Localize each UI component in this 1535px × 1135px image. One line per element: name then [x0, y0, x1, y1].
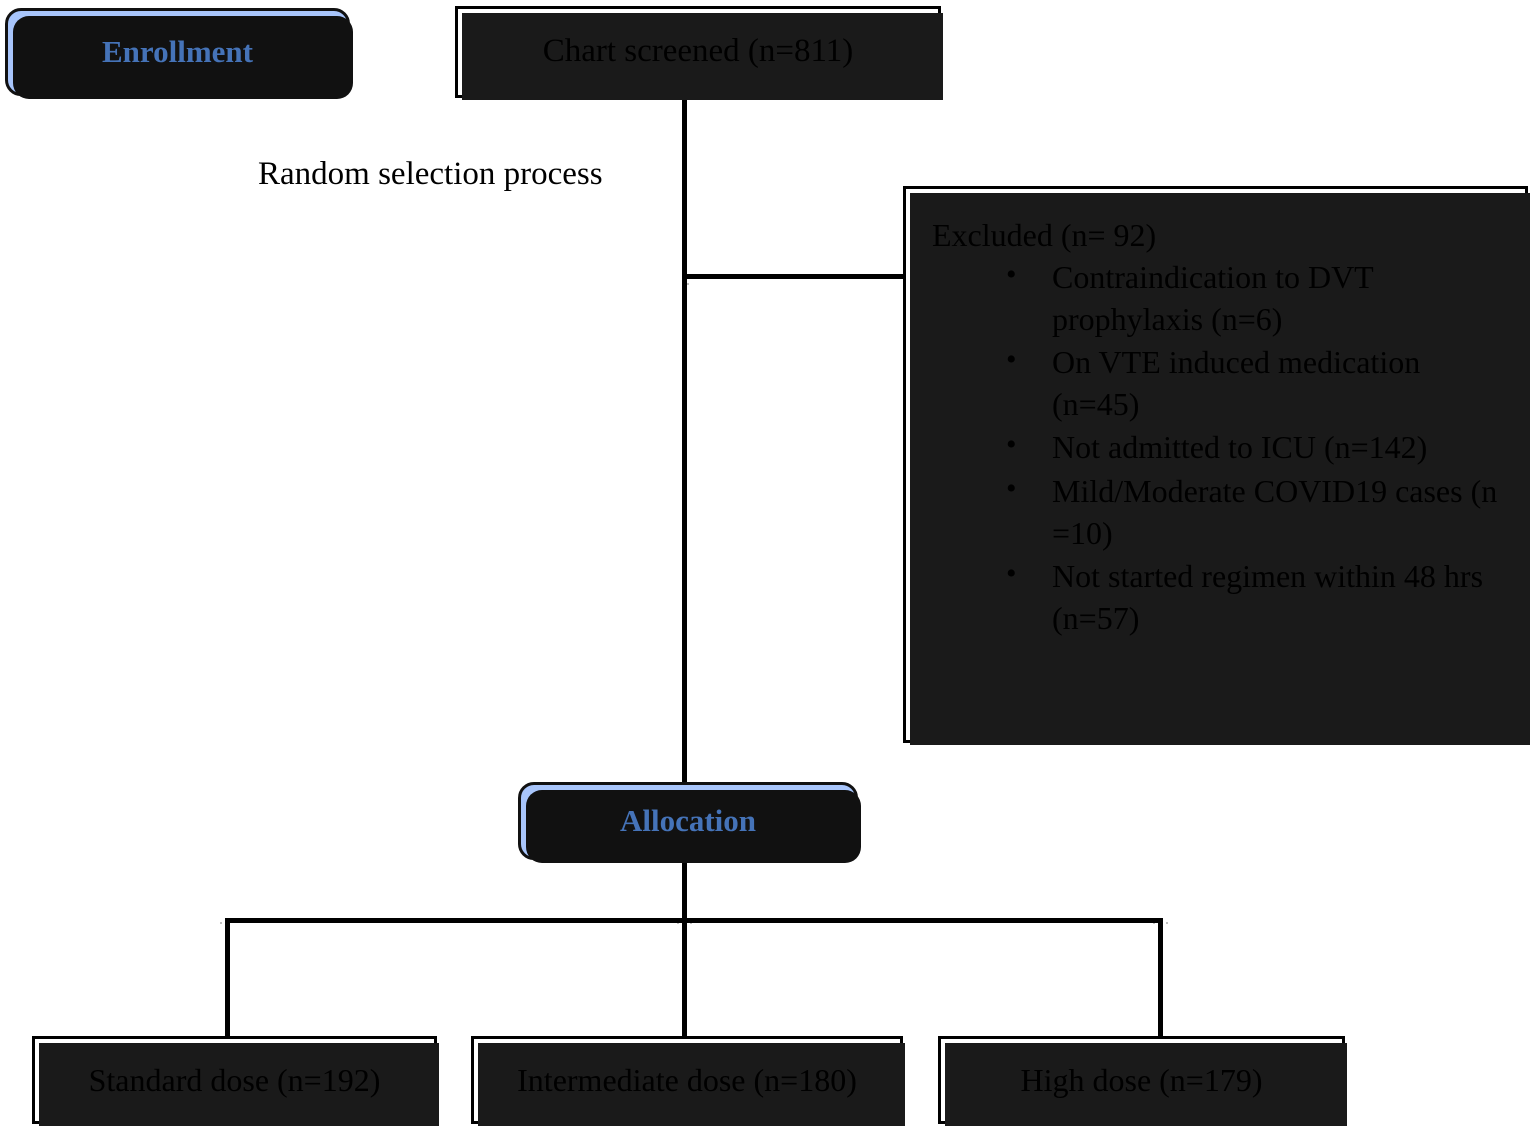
node-high-dose: High dose (n=179) — [938, 1036, 1347, 1126]
connector-screened-to-allocation-lower — [682, 277, 687, 785]
connector-screened-to-allocation-upper — [682, 96, 687, 280]
connector-ghost — [687, 283, 903, 285]
caption-random-selection-process: Random selection process — [258, 156, 603, 192]
connector-ghost — [677, 96, 679, 922]
connector-to-excluded — [682, 274, 906, 279]
node-standard-dose: Standard dose (n=192) — [32, 1036, 439, 1126]
stage-label-allocation: Allocation — [619, 803, 757, 838]
node-label-intermediate-dose: Intermediate dose (n=180) — [517, 1061, 857, 1098]
stage-banner-allocation: Allocation — [518, 782, 861, 863]
connector-ghost — [677, 922, 679, 1040]
list-item: Not started regimen within 48 hrs (n=57) — [1006, 554, 1503, 639]
node-label-high-dose: High dose (n=179) — [1020, 1061, 1263, 1098]
node-chart-screened: Chart screened (n=811) — [455, 6, 943, 100]
connector-leg-intermediate — [682, 918, 687, 1038]
connector-allocation-to-split — [682, 856, 687, 922]
node-label-chart-screened: Chart screened (n=811) — [542, 33, 854, 70]
connector-leg-standard — [225, 918, 230, 1038]
stage-banner-enrollment: Enrollment — [5, 8, 353, 99]
node-label-standard-dose: Standard dose (n=192) — [88, 1061, 381, 1098]
list-item: Contraindication to DVT prophylaxis (n=6… — [1006, 255, 1503, 340]
excluded-title: Excluded (n= 92) — [932, 217, 1157, 253]
connector-ghost — [220, 922, 222, 1040]
connector-ghost — [1166, 922, 1168, 1040]
node-intermediate-dose: Intermediate dose (n=180) — [471, 1036, 905, 1126]
connector-split-bar — [225, 918, 1162, 923]
excluded-reason-list: Contraindication to DVT prophylaxis (n=6… — [928, 255, 1503, 639]
connector-ghost — [690, 96, 692, 922]
list-item: Not admitted to ICU (n=142) — [1006, 425, 1503, 469]
stage-label-enrollment: Enrollment — [102, 34, 253, 69]
connector-ghost — [1153, 922, 1155, 1040]
node-excluded: Excluded (n= 92) Contraindication to DVT… — [903, 186, 1530, 745]
connector-ghost — [690, 922, 692, 1040]
connector-ghost — [228, 927, 1162, 929]
list-item: On VTE induced medication (n=45) — [1006, 340, 1503, 425]
connector-leg-high — [1158, 918, 1163, 1038]
list-item: Mild/Moderate COVID19 cases (n =10) — [1006, 469, 1503, 554]
